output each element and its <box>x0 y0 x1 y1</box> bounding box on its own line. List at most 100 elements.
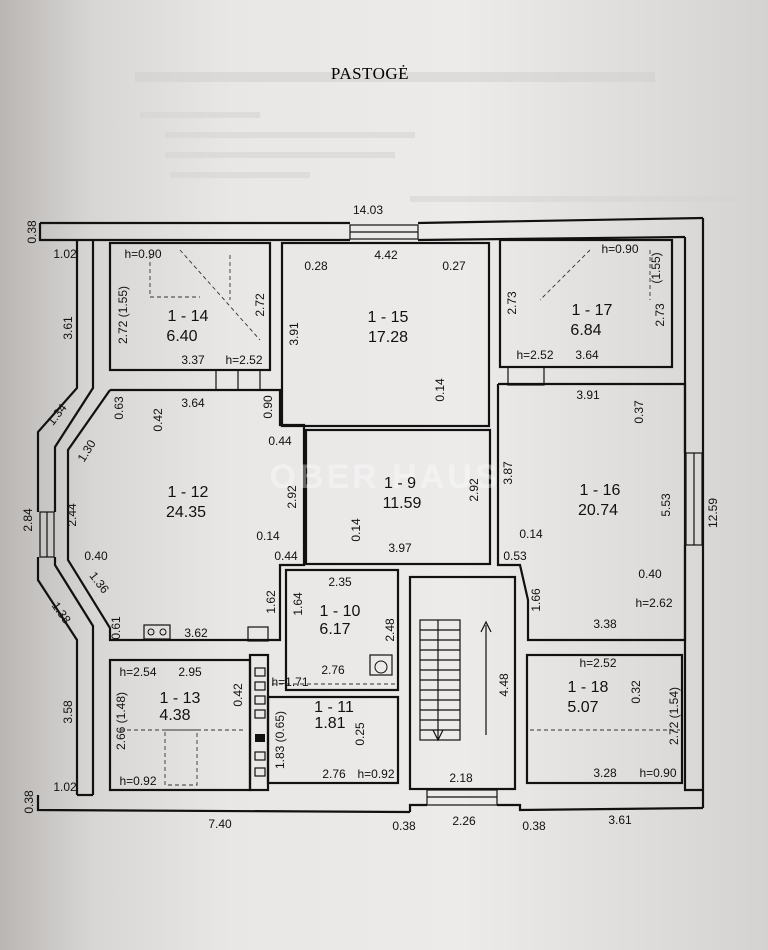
dim-r13-295: 2.95 <box>178 665 202 679</box>
dim-r12-014: 0.14 <box>256 529 280 543</box>
dim-r16-553: 5.53 <box>659 493 673 517</box>
bleed-through-text <box>135 72 740 202</box>
dim-r16-040: 0.40 <box>638 567 662 581</box>
dim-r16-h262: h=2.62 <box>635 596 672 610</box>
dim-bot-740: 7.40 <box>208 817 232 831</box>
dim-r17-h090: h=0.90 <box>601 242 638 256</box>
dim-r17-h252: h=2.52 <box>516 348 553 362</box>
watermark-text: OBER HAUS <box>269 458 500 496</box>
room-1-18-id: 1 - 18 <box>568 679 609 696</box>
room-1-17-area: 6.84 <box>570 322 601 339</box>
room-1-10-id: 1 - 10 <box>320 603 361 620</box>
dim-r13-266: 2.66 (1.48) <box>114 692 128 750</box>
dim-r17-364: 3.64 <box>575 348 599 362</box>
room-1-17-id: 1 - 17 <box>572 302 613 319</box>
dim-r10-h171: h=1.71 <box>271 675 308 689</box>
dim-left-358: 3.58 <box>61 700 75 724</box>
dim-left-040: 0.40 <box>84 549 108 563</box>
dim-bot-361: 3.61 <box>608 813 632 827</box>
dim-right-total: 12.59 <box>706 498 720 528</box>
dim-r15-014: 0.14 <box>433 378 447 402</box>
dim-left-top-thick: 0.38 <box>25 220 39 244</box>
dim-r12-364: 3.64 <box>181 396 205 410</box>
room-1-13-area: 4.38 <box>159 707 190 724</box>
dim-bot-226: 2.26 <box>452 814 476 828</box>
dim-r12-090: 0.90 <box>261 395 275 419</box>
dim-r10-235: 2.35 <box>328 575 352 589</box>
dim-r12-042: 0.42 <box>151 408 165 432</box>
room-1-9-area: 11.59 <box>383 495 422 512</box>
dim-r16-037: 0.37 <box>632 400 646 424</box>
dim-r12-063: 0.63 <box>112 396 126 420</box>
dim-r18-272: 2.72 (1.54) <box>667 687 681 745</box>
room-1-16-id: 1 - 16 <box>580 482 621 499</box>
dim-r18-328: 3.28 <box>593 766 617 780</box>
dim-left-244: 2.44 <box>65 503 79 527</box>
dim-r16-338: 3.38 <box>593 617 617 631</box>
dim-r18-h090: h=0.90 <box>639 766 676 780</box>
dim-r13-h092: h=0.92 <box>119 774 156 788</box>
dim-r10-248: 2.48 <box>383 618 397 642</box>
dim-stair-218: 2.18 <box>449 771 473 785</box>
dim-r13-h254: h=2.54 <box>119 665 156 679</box>
dim-r16-387: 3.87 <box>501 461 515 485</box>
dim-r12-292: 2.92 <box>285 485 299 509</box>
dim-r15-027: 0.27 <box>442 259 466 273</box>
dim-r16-014: 0.14 <box>519 527 543 541</box>
dim-r10-164: 1.64 <box>291 592 305 616</box>
dim-r12-362: 3.62 <box>184 626 208 640</box>
room-walls <box>66 238 687 792</box>
dim-r18-h252: h=2.52 <box>579 656 616 670</box>
dim-r11-276: 2.76 <box>322 767 346 781</box>
dim-r15-391: 3.91 <box>287 322 301 346</box>
dim-r9-397: 3.97 <box>388 541 412 555</box>
dim-r12-061: 0.61 <box>109 616 123 640</box>
staircase <box>419 619 492 742</box>
room-1-12-area: 24.35 <box>166 504 206 521</box>
room-1-13-id: 1 - 13 <box>160 690 201 707</box>
dim-r17-273a: 2.73 <box>505 291 519 315</box>
dim-r12-044b: 0.44 <box>274 549 298 563</box>
dim-r17-155: (1.55) <box>649 252 663 283</box>
dim-left-bot-small: 1.02 <box>53 780 77 794</box>
room-1-14-id: 1 - 14 <box>168 308 209 325</box>
dim-r15-442: 4.42 <box>374 248 398 262</box>
room-1-12-id: 1 - 12 <box>168 484 209 501</box>
slope-lines <box>120 249 680 786</box>
dim-left-top-small: 1.02 <box>53 247 77 261</box>
dim-bot-038a: 0.38 <box>392 819 416 833</box>
dim-left-136: 1.36 <box>86 569 112 596</box>
room-labels: 1 - 14 6.40 1 - 15 17.28 1 - 17 6.84 1 -… <box>159 302 620 732</box>
outer-walls <box>36 216 705 814</box>
dim-r10-276: 2.76 <box>321 663 345 677</box>
dim-r11-h092: h=0.92 <box>357 767 394 781</box>
room-1-14-area: 6.40 <box>166 328 197 345</box>
dim-left-284: 2.84 <box>21 508 35 532</box>
room-1-16-area: 20.74 <box>578 502 618 519</box>
fixtures <box>143 624 393 777</box>
dim-r12-044a: 0.44 <box>268 434 292 448</box>
room-1-18-area: 5.07 <box>567 699 598 716</box>
dim-stair-448: 4.48 <box>497 673 511 697</box>
dim-bot-038b: 0.38 <box>522 819 546 833</box>
dim-r14-h252: h=2.52 <box>225 353 262 367</box>
dim-left-134: 1.34 <box>44 401 70 428</box>
plan-title: PASTOGĖ <box>331 64 409 83</box>
room-1-10-area: 6.17 <box>319 621 350 638</box>
room-1-15-id: 1 - 15 <box>368 309 409 326</box>
dim-r16-166: 1.66 <box>529 588 543 612</box>
dim-r14-337: 3.37 <box>181 353 205 367</box>
dim-r14-272a: 2.72 (1.55) <box>116 286 130 344</box>
dim-r18-032: 0.32 <box>629 680 643 704</box>
dim-r16-053: 0.53 <box>503 549 527 563</box>
dim-r13-042: 0.42 <box>231 683 245 707</box>
room-1-15-area: 17.28 <box>368 329 408 346</box>
dim-r11-183: 1.83 (0.65) <box>273 711 287 769</box>
dim-left-upper: 3.61 <box>61 316 75 340</box>
dim-top-total: 14.03 <box>353 203 383 217</box>
dim-r9-292: 2.92 <box>467 478 481 502</box>
room-1-11-area: 1.81 <box>314 715 345 732</box>
dim-r9-014: 0.14 <box>349 518 363 542</box>
dim-r17-273b: 2.73 <box>653 303 667 327</box>
